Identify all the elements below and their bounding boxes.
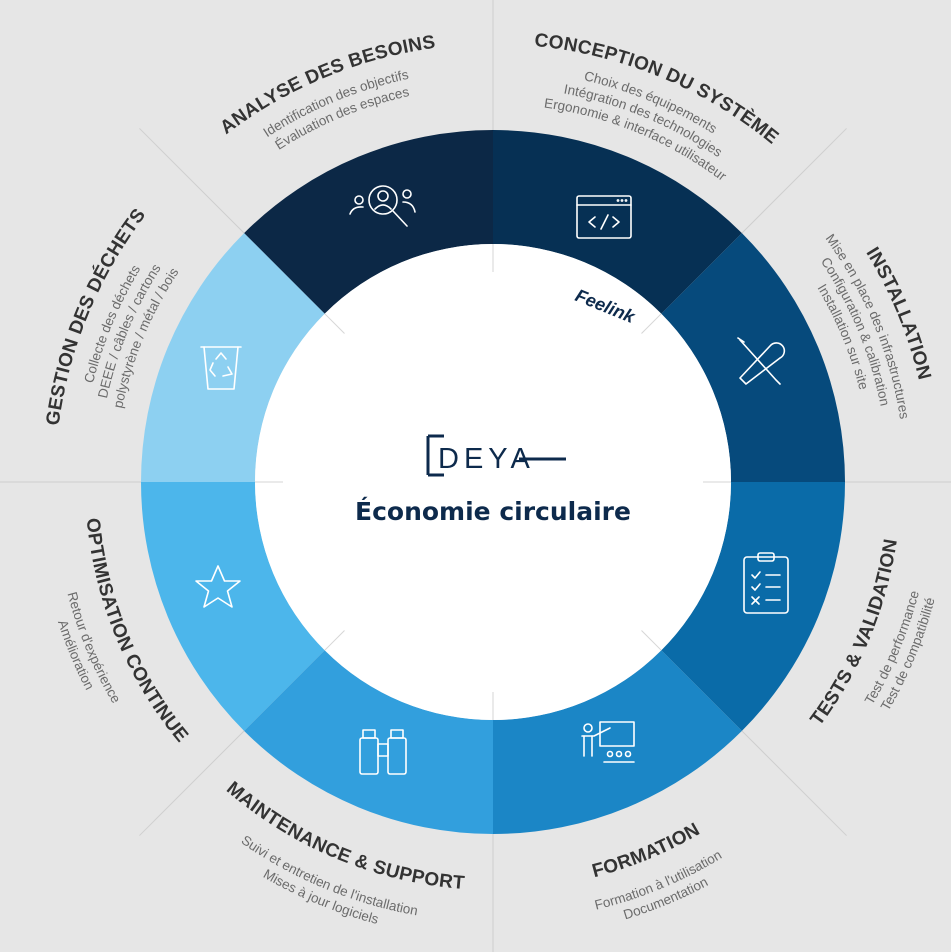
- deya-logo: DEYA: [426, 434, 566, 477]
- segment-installation: [661, 233, 845, 482]
- people-search-icon: [349, 185, 416, 227]
- segment-optimisation: [141, 482, 325, 731]
- binoculars-icon: [359, 729, 407, 775]
- inner-divider-stub: [641, 313, 662, 334]
- center-title: Économie circulaire: [355, 497, 631, 526]
- inner-dividers: [255, 244, 731, 720]
- deya-logo-text: DEYA: [438, 443, 535, 475]
- segment-dechets: [141, 233, 325, 482]
- segment-conception: [493, 130, 742, 314]
- segment-analyse: [244, 130, 493, 314]
- segment-formation: [493, 650, 742, 834]
- inner-divider-stub: [324, 313, 345, 334]
- segment-maintenance: [244, 650, 493, 834]
- inner-divider-stub: [324, 630, 345, 651]
- ring: [141, 130, 845, 834]
- star-icon: [195, 565, 241, 608]
- center-disc: [255, 244, 731, 720]
- code-window-icon: [576, 195, 632, 239]
- checklist-icon: [743, 552, 789, 614]
- inner-divider-stub: [641, 630, 662, 651]
- tools-icon: [737, 337, 786, 385]
- segment-tests: [661, 482, 845, 731]
- recycle-bin-icon: [200, 346, 242, 390]
- teacher-icon: [581, 721, 635, 763]
